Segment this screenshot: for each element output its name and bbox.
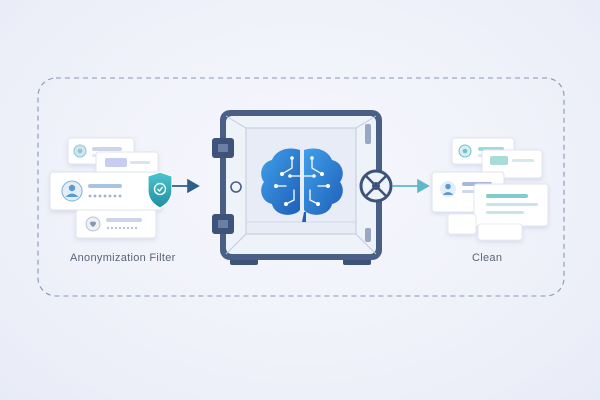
- dashed-boundary: [37, 77, 565, 297]
- record-card: [95, 151, 159, 177]
- clean-label: Clean: [472, 252, 503, 264]
- vault-wheel-icon: [359, 169, 393, 203]
- dots-mask: [88, 194, 122, 198]
- output-records: [431, 137, 549, 241]
- model-vault: [212, 110, 382, 265]
- record-card: [473, 183, 549, 227]
- shield-icon: [147, 171, 173, 209]
- record-card: [75, 209, 157, 239]
- record-card: [481, 149, 543, 179]
- record-card-main: [49, 171, 163, 211]
- brain-circuit-icon: [261, 148, 343, 222]
- input-records: [49, 137, 163, 239]
- anonymization-filter-label: Anonymization Filter: [70, 252, 176, 264]
